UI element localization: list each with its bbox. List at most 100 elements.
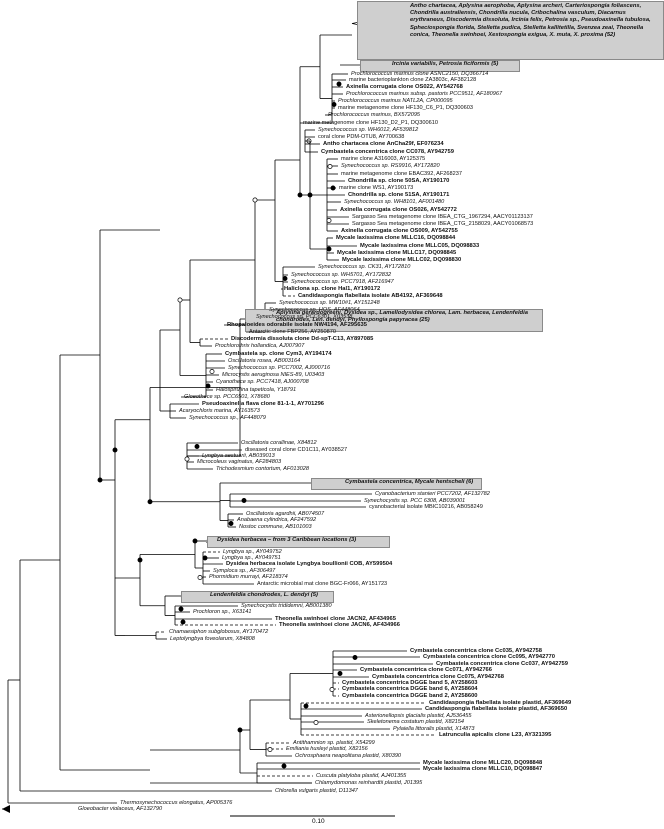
bootstrap-open-node <box>184 456 190 462</box>
bootstrap-filled-node <box>337 671 343 676</box>
taxon-label: Gloeothece sp. PCC6501, X78680 <box>184 393 270 400</box>
taxon-label: Leptolyngbya foveolarum, X84808 <box>170 635 255 642</box>
taxon-label: Cymbastela concentrica DGGE band 2, AY25… <box>342 692 478 699</box>
taxon-label: Antarctic microbial mat clone BGC-Fr066,… <box>257 580 388 587</box>
taxon-label: Synechococcus sp. WH8101, AF001480 <box>344 198 445 205</box>
taxon-label: Cymbastela concentrica clone Cc095, AY94… <box>423 653 556 660</box>
taxon-label: Cuscuta platyloba plastid, AJ401355 <box>316 772 407 779</box>
taxon-label: Sargasso Sea metagenome clone IBEA_CTG_2… <box>352 220 534 227</box>
taxon-label: Axinella corrugata clone OS026, AY542772 <box>340 206 457 213</box>
taxon-label: Emiliania huxleyi plastid, X82156 <box>286 745 368 752</box>
taxon-label: Synechocystis trididemni, AB001380 <box>241 602 332 609</box>
taxon-label: coral clone PDM-OTU8, AY700638 <box>318 133 405 140</box>
taxon-label: Ochrosphaera neapolitana plastid, X80390 <box>295 752 402 759</box>
bootstrap-filled-node <box>137 557 143 563</box>
bootstrap-filled-node <box>336 81 342 87</box>
taxon-label: Synechococcus sp. CK31, AY172810 <box>318 263 411 270</box>
taxon-label: Synechococcus sp., AF448079 <box>189 414 266 421</box>
bootstrap-open-node <box>326 218 332 223</box>
taxon-label: Phormidium murrayi, AF218374 <box>209 573 288 580</box>
bootstrap-filled-node <box>282 276 288 281</box>
collapsed-clade-label-1: Antho chartacea, Aplysina aerophoba, Apl… <box>410 3 651 38</box>
taxon-label: Trichodesmium contortum, AF013028 <box>216 465 309 472</box>
taxon-label: Dysidea herbacea isolate Lyngbya boullio… <box>226 560 393 567</box>
taxon-label: Gloeobacter violaceus, AF132790 <box>78 805 163 812</box>
taxon-label: Mycale laxissima clone MLLC20, DQ098848 <box>423 759 543 766</box>
collapsed-clade-label-5: Dysidea herbacea – from 3 Caribbean loca… <box>217 537 357 543</box>
taxon-label: Chlamydomonas reinhardtii plastid, J0139… <box>315 779 423 786</box>
taxon-label: Sargasso Sea metagenome clone IBEA_CTG_1… <box>352 213 533 220</box>
taxon-label: Prochlorococcus marinus NATL2A, CP000095 <box>338 97 453 104</box>
taxon-label: diseased coral clone CD1C11, AY038527 <box>245 446 348 453</box>
taxon-label: Prochloron sp., X63141 <box>193 608 252 615</box>
collapsed-clade-label-4: Cymbastela concentrica, Mycale hentschel… <box>345 479 474 485</box>
bootstrap-filled-node <box>205 383 211 389</box>
bootstrap-filled-node <box>352 655 358 660</box>
taxon-label: Synechococcus sp. PCC7002, AJ000716 <box>228 364 331 371</box>
taxon-label: Cyanothece sp. PCC7418, AJ000708 <box>216 378 309 385</box>
taxon-label: Mycale laxissima clone MLLC17, DQ098845 <box>337 249 457 256</box>
bootstrap-open-node <box>197 575 203 580</box>
taxon-label: cyanobacterial isolate MBIC10216, AB0582… <box>369 503 483 510</box>
taxon-label: marine metagenome clone HF130_D2_P1, DQ3… <box>303 119 438 126</box>
taxon-label: Mycale laxissima clone MLLC16, DQ098844 <box>336 234 456 241</box>
bootstrap-open-node <box>209 369 215 374</box>
taxon-label: Synechococcus sp. WH6012, AF539812 <box>318 126 419 133</box>
bootstrap-filled-node <box>178 606 184 612</box>
taxon-label: Lyngbya aestuarii, AB039013 <box>202 452 275 459</box>
taxon-label: Discodermia dissoluta clone Dd-spT-C13, … <box>231 335 374 342</box>
collapsed-clade-box-2 <box>360 60 520 72</box>
taxon-label: Axinella corrugata clone OS009, AY542755 <box>341 227 458 234</box>
taxon-label: Prochlorococcus marinus subsp. pastoris … <box>346 90 503 97</box>
taxon-label: Synechococcus sp. PCC7918, AF216947 <box>291 278 394 285</box>
scale-bar-label: 0.10 <box>312 818 325 825</box>
taxon-label: Antithamnion sp. plastid, X54299 <box>293 739 375 746</box>
taxon-label: Theonella swinhoei clone JACN2, AF434965 <box>275 615 396 622</box>
taxon-label: Cymbastela concentrica DGGE band 5, AY25… <box>342 679 478 686</box>
taxon-label: Mycale laxissima clone MLLC02, DQ098830 <box>342 256 462 263</box>
bootstrap-open-node <box>267 747 273 752</box>
taxon-label: Antho chartacea clone AnCha29f, EF076234 <box>323 140 444 147</box>
taxon-label: Candidaspongia flabellata isolate AB4192… <box>298 292 443 299</box>
taxon-label: Microcystis aeruginosa NIES-89, U03403 <box>222 371 325 378</box>
collapsed-clade-label-3: Aplysina gerardogreeni, Dysidea sp., Lam… <box>276 310 528 324</box>
taxon-label: Thermosynechococcus elongatus, AP005376 <box>120 799 233 806</box>
bootstrap-filled-node <box>192 538 198 544</box>
taxon-label: Prochlorococcus marinus, BX572095 <box>328 111 421 118</box>
taxon-label: Acaryochloris marina, AY163573 <box>179 407 260 414</box>
taxon-label: Anabaena cylindrica, AF247592 <box>237 516 317 523</box>
bootstrap-filled-node <box>112 447 118 453</box>
bootstrap-filled-node <box>281 763 287 769</box>
bootstrap-filled-node <box>241 498 247 503</box>
taxon-label: marine clone A316003, AY125375 <box>341 155 426 162</box>
taxon-label: Chondrilla sp. clone 50SA, AY190170 <box>348 177 450 184</box>
taxon-label: Mycale laxissima clone MLLC05, DQ098833 <box>360 242 480 249</box>
taxon-label: Oscillatoria corallinae, X84812 <box>241 439 317 446</box>
taxon-label: Synechococcus sp. RS9916, AY172820 <box>341 162 440 169</box>
bootstrap-filled-node <box>331 102 337 107</box>
collapsed-clade-label-2: Ircinia variabilis, Petrosia ficiformis … <box>392 61 499 67</box>
taxon-label: Lyngbya sp., AY049751 <box>222 554 281 561</box>
bootstrap-filled-node <box>237 727 243 733</box>
taxon-label: Cymbastela concentrica clone Cc037, AY94… <box>436 660 569 667</box>
collapsed-clade-box-6 <box>181 591 334 603</box>
taxon-label: marine metagenome clone EBAC392, AF26823… <box>341 170 462 177</box>
taxon-label: Cyanobacterium stanieri PCC7202, AF13278… <box>375 490 490 497</box>
taxon-label: Cymbastela concentrica clone CC078, AY94… <box>321 148 454 155</box>
bootstrap-filled-node <box>326 246 332 252</box>
taxon-label: Prochlorothrix hollandica, AJ007907 <box>215 342 305 349</box>
taxon-label: Oscillatoria rosea, AB003164 <box>228 357 301 364</box>
taxon-label: Synechococcus sp. MW10#1, AY151248 <box>279 299 380 306</box>
bootstrap-filled-node <box>180 619 186 625</box>
taxon-label: Mycale laxissima clone MLLC10, DQ098847 <box>423 765 543 772</box>
taxon-label: Pseudoaxinella flava clone 81-1-1, AY701… <box>202 400 325 407</box>
taxon-label: Rhopaloeides odorabile isolate NW4194, A… <box>227 321 367 328</box>
taxon-label: Chamaesiphon subglobosus, AY170472 <box>169 628 269 635</box>
taxon-label: Asterionellopsis glacialis plastid, AJ53… <box>365 712 472 719</box>
bootstrap-open-node <box>329 687 335 692</box>
taxon-label: Chlorella vulgaris plastid, D11347 <box>275 787 358 794</box>
taxon-label: Synechocystis sp. PCC 6308, AB039001 <box>364 497 466 504</box>
taxon-label: Synechococcus sp. PCC6301, X03538 <box>256 313 353 320</box>
bootstrap-filled-node <box>297 192 303 198</box>
